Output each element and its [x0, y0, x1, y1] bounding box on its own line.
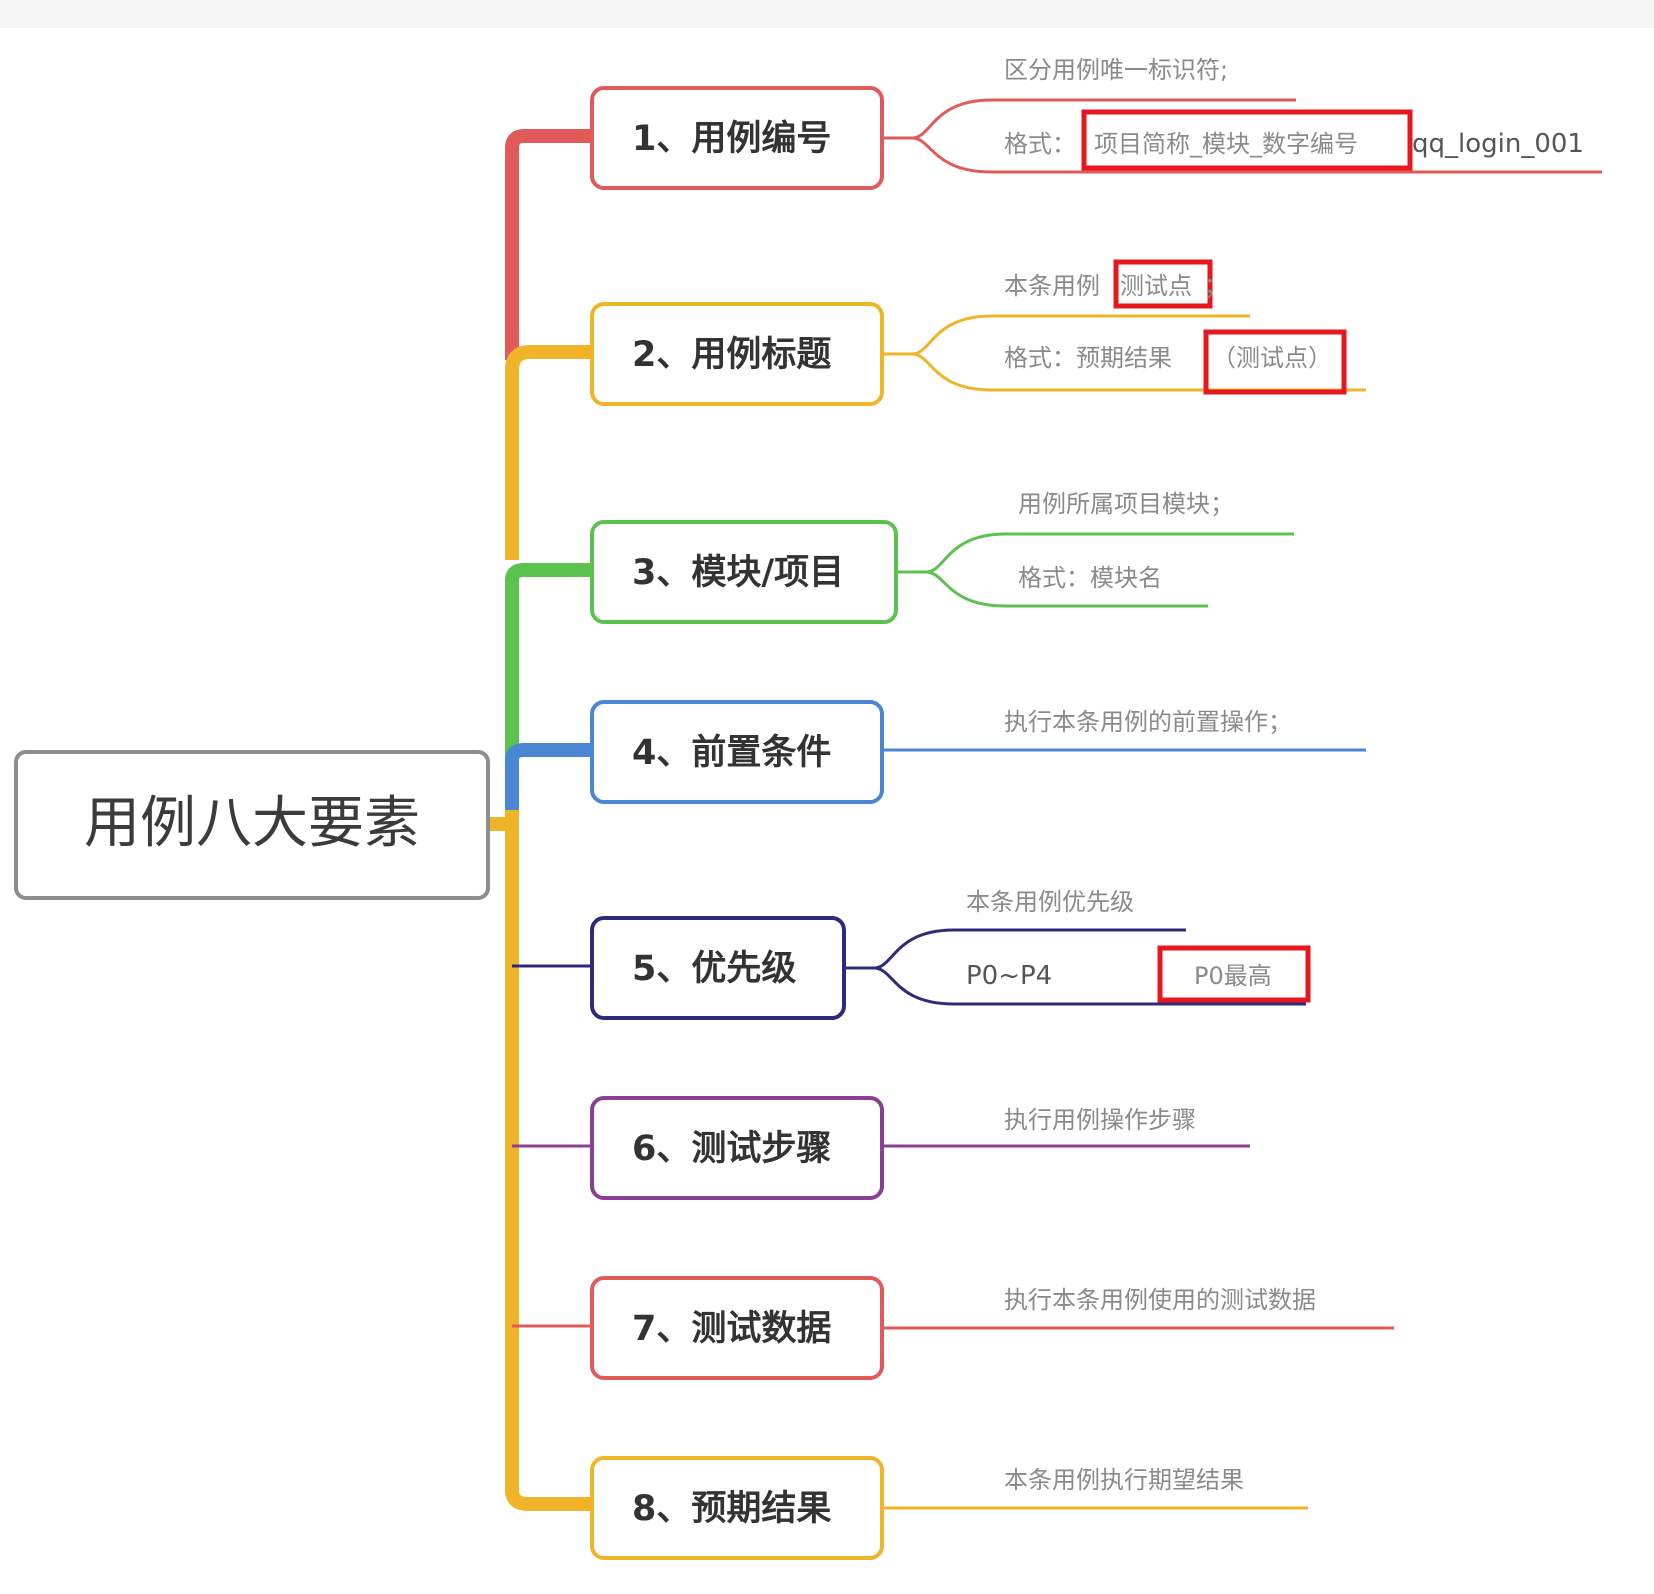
example-id-text: qq_login_001 — [1412, 129, 1584, 159]
leaf-line-1-2 — [911, 136, 1602, 174]
leaf-text-2-1: 本条用例 — [1004, 272, 1100, 300]
highlight-text-2b: （测试点） — [1212, 344, 1332, 372]
branch-6: 6、测试步骤 执行用例操作步骤 — [590, 1096, 1250, 1200]
branch-label-1: 1、用例编号 — [632, 119, 831, 159]
branch-label-4: 4、前置条件 — [632, 733, 831, 773]
top-bar — [0, 0, 1654, 28]
highlight-text-5: P0最高 — [1194, 962, 1272, 990]
branch-3: 3、模块/项目 用例所属项目模块； 格式：模块名 — [590, 490, 1294, 624]
branch-1: 1、用例编号 区分用例唯一标识符; 格式： 项目简称_模块_数字编号 qq_login_… — [590, 56, 1602, 190]
leaf-text-5-1: 本条用例优先级 — [966, 888, 1134, 916]
spine-segment-green — [505, 563, 590, 760]
branch-8: 8、预期结果 本条用例执行期望结果 — [590, 1456, 1308, 1560]
branch-label-6: 6、测试步骤 — [632, 1129, 831, 1169]
branch-label-3: 3、模块/项目 — [632, 553, 844, 593]
spine — [488, 129, 590, 1511]
branch-label-7: 7、测试数据 — [632, 1309, 831, 1349]
branch-node-6[interactable] — [590, 1096, 884, 1200]
root-node[interactable]: 用例八大要素 — [14, 750, 490, 900]
leaf-text-4-1: 执行本条用例的前置操作； — [1004, 708, 1292, 736]
branch-label-8: 8、预期结果 — [632, 1489, 831, 1529]
highlight-box-2a — [1113, 259, 1213, 309]
root-node-box — [14, 750, 490, 900]
branch-label-2: 2、用例标题 — [632, 335, 831, 375]
leaf-text-8-1: 本条用例执行期望结果 — [1004, 1466, 1244, 1494]
leaf-suffix-2: ； — [1204, 272, 1228, 300]
branch-7: 7、测试数据 执行本条用例使用的测试数据 — [590, 1276, 1394, 1380]
leaf-text-1-1: 区分用例唯一标识符; — [1004, 56, 1228, 84]
spine-segment-yellow — [488, 345, 590, 1511]
leaf-line-2-2 — [911, 352, 1366, 392]
leaf-text-2-2: 格式：预期结果 — [1004, 344, 1172, 372]
branches: 1、用例编号 区分用例唯一标识符; 格式： 项目简称_模块_数字编号 qq_login_… — [590, 56, 1602, 1560]
leaf-text-7-1: 执行本条用例使用的测试数据 — [1004, 1286, 1316, 1314]
highlight-box-2b — [1203, 329, 1347, 395]
root-node-label: 用例八大要素 — [84, 791, 420, 856]
highlight-text-2a: 测试点 — [1120, 272, 1192, 300]
leaf-text-1-2: 格式： — [1004, 130, 1076, 158]
spine-connectors — [512, 964, 592, 1328]
branch-node-4[interactable] — [590, 700, 884, 804]
highlight-text-1: 项目简称_模块_数字编号 — [1094, 130, 1358, 158]
branch-label-5: 5、优先级 — [632, 949, 796, 989]
spine-segment-blue — [505, 743, 590, 812]
leaf-text-3-1: 用例所属项目模块； — [1018, 490, 1234, 518]
spine-segment-red — [505, 129, 590, 360]
branch-4: 4、前置条件 执行本条用例的前置操作； — [590, 700, 1366, 804]
highlight-box-5 — [1157, 945, 1311, 1003]
leaf-line-5-2 — [873, 966, 1306, 1006]
leaf-text-6-1: 执行用例操作步骤 — [1004, 1106, 1196, 1134]
highlight-box-1 — [1081, 109, 1413, 171]
branch-5: 5、优先级 本条用例优先级 P0~P4 P0最高 — [590, 888, 1311, 1020]
leaf-text-5-2: P0~P4 — [966, 961, 1052, 991]
leaf-line-3-2 — [925, 570, 1208, 608]
leaf-text-3-2: 格式：模块名 — [1018, 564, 1162, 592]
